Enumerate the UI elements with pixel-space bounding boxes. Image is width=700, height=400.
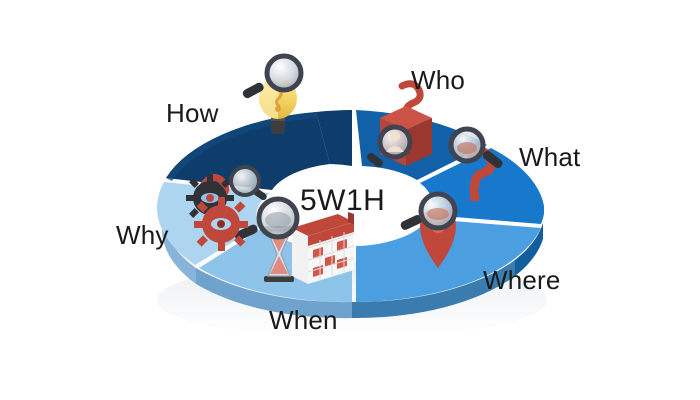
center-title: 5W1H [300,184,386,217]
lightbulb-magnifier-icon [242,53,304,134]
segment-label-how[interactable]: How [166,98,219,128]
person-box-magnifier-icon [367,80,432,168]
segment-label-what[interactable]: What [519,142,581,172]
segment-where[interactable] [356,219,541,302]
segment-label-who[interactable]: Who [411,65,466,95]
gears-question-magnifier-icon [186,165,267,251]
question-mark-magnifier-icon [448,126,503,201]
donut-extrusion-sides [162,214,543,319]
segment-label-when[interactable]: When [269,305,338,335]
calendar-hourglass-magnifier-icon [234,196,355,284]
segment-label-why[interactable]: Why [116,220,169,250]
segment-how[interactable] [166,110,352,190]
map-pin-magnifier-icon [400,191,458,268]
segment-label-where[interactable]: Where [483,265,561,295]
